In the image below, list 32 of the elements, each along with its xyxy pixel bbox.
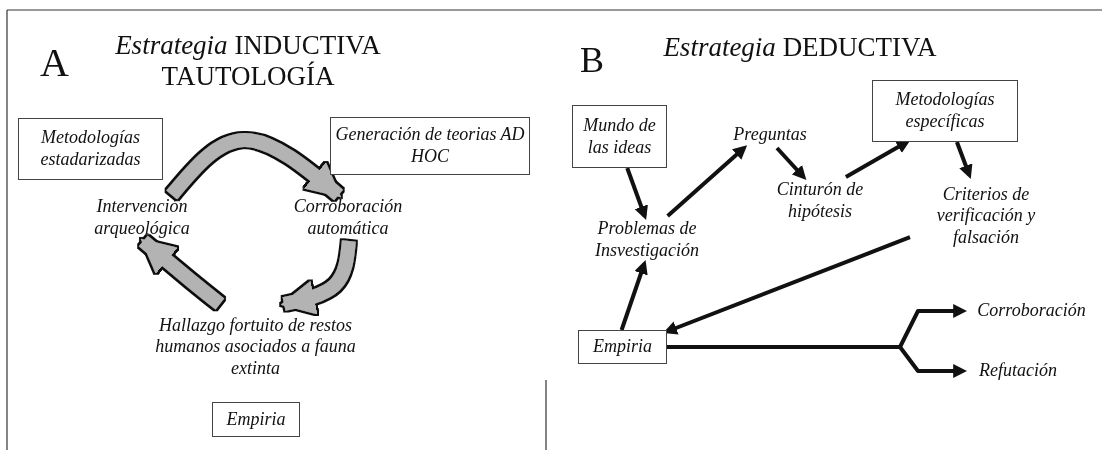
arrow bbox=[955, 141, 973, 179]
concept-box bbox=[330, 117, 530, 175]
concept-box bbox=[872, 80, 1018, 142]
arrow bbox=[666, 145, 748, 218]
panel-letter: B bbox=[580, 40, 605, 82]
box-label: Empiria bbox=[593, 336, 652, 358]
box-label: Empiria bbox=[226, 408, 286, 431]
concept-box bbox=[212, 402, 300, 437]
arrow bbox=[619, 260, 648, 331]
box-label: Mundo de las ideas bbox=[582, 114, 657, 159]
concept-box bbox=[578, 330, 667, 364]
concept-text: Corroboración bbox=[977, 300, 1086, 322]
concept-text: Hallazgo fortuito de restos humanos asociados a fauna extinta bbox=[154, 314, 357, 380]
arrow bbox=[775, 146, 807, 181]
concept-text: Cinturón de hipótesis bbox=[775, 179, 865, 223]
concept-text: Criterios de verificación y falsación bbox=[935, 183, 1037, 249]
concept-text: Preguntas bbox=[733, 124, 807, 146]
panel-letter: A bbox=[40, 40, 70, 86]
arrow bbox=[663, 235, 911, 335]
concept-box bbox=[572, 105, 667, 168]
concept-text: Corroboración automática bbox=[292, 196, 404, 240]
concept-text: Problemas de Insvestigación bbox=[594, 218, 700, 262]
concept-text: Refutación bbox=[979, 360, 1057, 382]
concept-box bbox=[18, 118, 163, 180]
arrow bbox=[625, 167, 648, 220]
panel-title: Estrategia DEDUCTIVA bbox=[662, 32, 938, 64]
concept-text: Intervención arqueológica bbox=[93, 196, 191, 240]
box-label: Metodologías específicas bbox=[894, 89, 996, 133]
panel-title: Estrategia INDUCTIVA TAUTOLOGÍA bbox=[114, 30, 382, 93]
arrow bbox=[667, 345, 968, 378]
box-label: Generación de teorias AD HOC bbox=[334, 124, 526, 168]
box-label: Metodologías estadarizadas bbox=[39, 127, 142, 171]
